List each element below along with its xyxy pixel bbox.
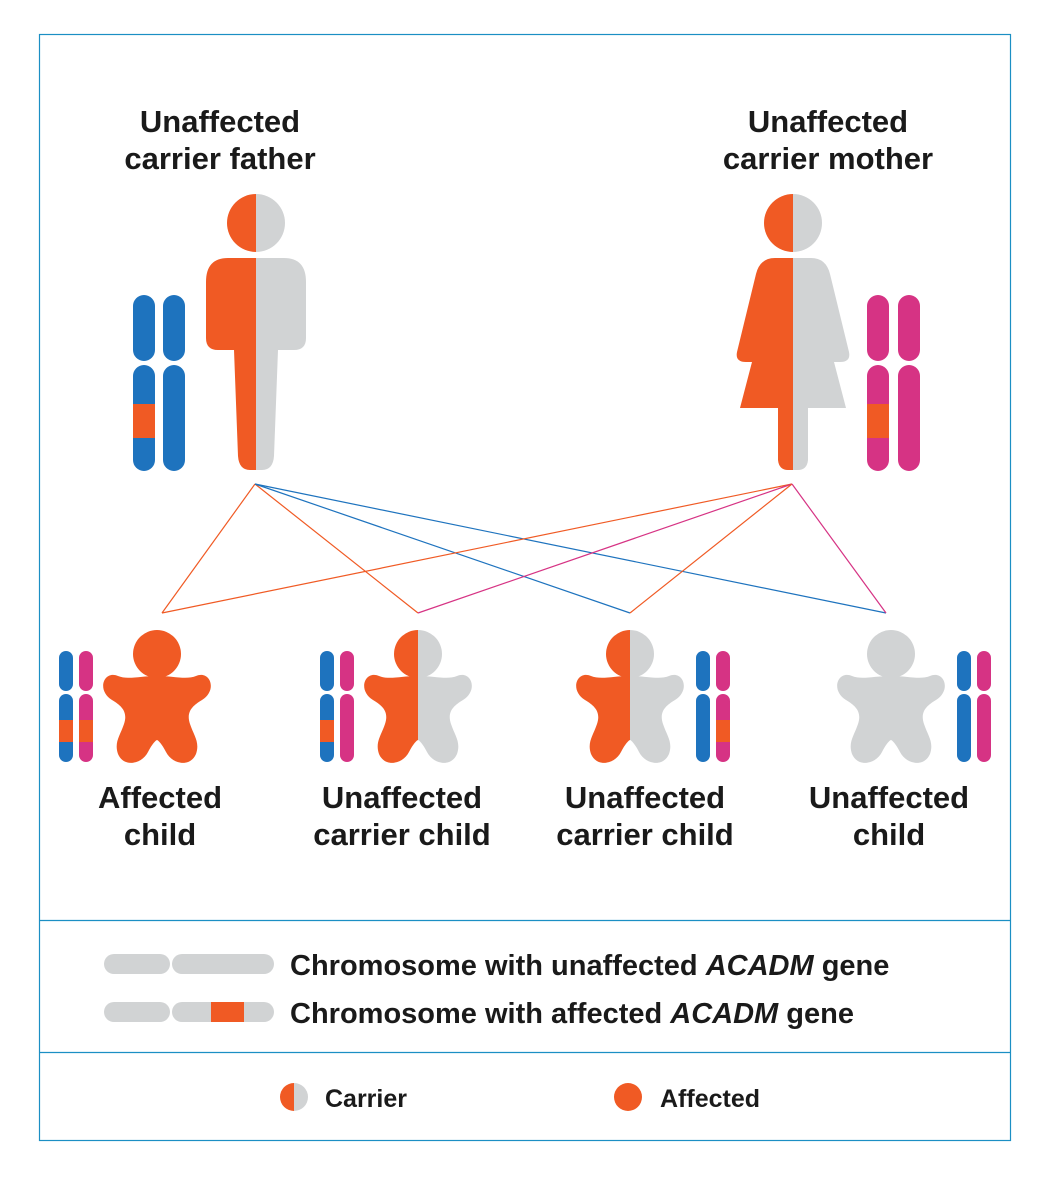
legend-unaffected-chromosome-label: Chromosome with unaffected ACADM gene <box>290 950 889 982</box>
carrier-legend-label: Carrier <box>325 1085 407 1113</box>
child-2-label-line1: Unaffected <box>322 780 482 815</box>
legend-unaffected-chromosome-icon <box>104 954 274 974</box>
father-affected-gene-band <box>133 404 155 438</box>
child-1-label-line2: child <box>124 817 196 852</box>
child-carrier-1-chromosomes <box>320 651 354 762</box>
child-1-label-line1: Affected <box>98 780 222 815</box>
child-3-label-line1: Unaffected <box>565 780 725 815</box>
child-4-label-line2: child <box>853 817 925 852</box>
child-3-label-line2: carrier child <box>556 817 733 852</box>
child-2-label-line2: carrier child <box>313 817 490 852</box>
mother-affected-gene-band <box>867 404 889 438</box>
father-label-line2: carrier father <box>124 141 315 176</box>
child-unaffected-icon <box>837 630 945 763</box>
father-figure-icon <box>206 194 306 470</box>
child-affected-icon <box>103 630 211 763</box>
mother-figure-icon <box>736 194 850 470</box>
child-carrier-icon-1 <box>364 630 472 763</box>
child-carrier-icon-2 <box>576 630 684 763</box>
child-affected-chromosomes <box>59 651 93 762</box>
child-4-label-line1: Unaffected <box>809 780 969 815</box>
legend-affected-chromosome-icon <box>104 1002 274 1022</box>
affected-legend-icon <box>614 1083 642 1111</box>
carrier-legend-icon <box>280 1083 308 1111</box>
diagram-border <box>38 33 1012 1142</box>
mother-label-line2: carrier mother <box>723 141 933 176</box>
child-carrier-2-chromosomes <box>696 651 730 762</box>
mother-label-line1: Unaffected <box>748 104 908 139</box>
inheritance-lines <box>161 483 887 614</box>
affected-legend-label: Affected <box>660 1085 760 1113</box>
mother-chromosome-pair <box>867 295 920 471</box>
legend-affected-chromosome-label: Chromosome with affected ACADM gene <box>290 998 854 1030</box>
father-chromosome-pair <box>133 295 185 471</box>
child-unaffected-chromosomes <box>957 651 991 762</box>
father-label-line1: Unaffected <box>140 104 300 139</box>
